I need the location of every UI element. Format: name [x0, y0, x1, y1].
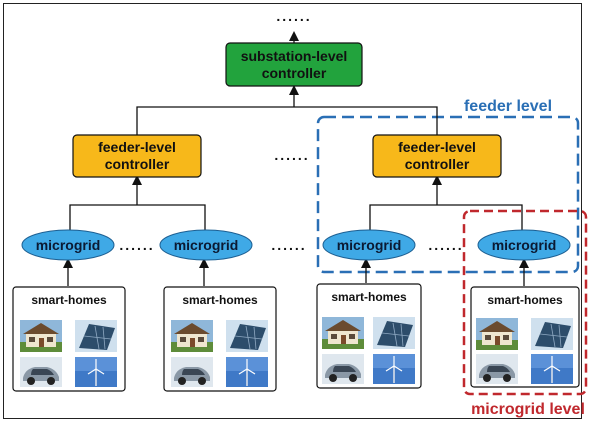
microgrid-ellipsis-2: ...... [271, 237, 306, 253]
house-icon [20, 320, 62, 352]
microgrid-level-region [462, 209, 588, 396]
feeder-ellipsis: ...... [274, 147, 309, 163]
diagram-border [3, 3, 582, 419]
house-icon [476, 318, 518, 350]
feeder-controller-right: feeder-level controller [372, 134, 502, 178]
solar-panel-icon [530, 317, 574, 351]
microgrid-4-label: microgrid [492, 237, 557, 253]
microgrid-1: microgrid [21, 229, 115, 261]
feeder-right-label-line1: feeder-level [398, 139, 476, 155]
electric-car-icon [20, 357, 62, 387]
substation-label-line2: controller [262, 65, 327, 81]
house-icon [171, 320, 213, 352]
connector-lines [63, 31, 529, 286]
smart-homes-4: smart-homes [470, 286, 580, 388]
smart-homes-2-label: smart-homes [182, 293, 258, 307]
microgrid-3-label: microgrid [337, 237, 402, 253]
microgrid-1-label: microgrid [36, 237, 101, 253]
microgrid-ellipsis-1: ...... [119, 237, 154, 253]
microgrid-4: microgrid [477, 229, 571, 261]
microgrid-2: microgrid [159, 229, 253, 261]
house-icon [322, 317, 364, 349]
feeder-left-label-line2: controller [105, 156, 170, 172]
wind-turbine-icon [74, 356, 118, 388]
feeder-level-region [316, 115, 580, 274]
solar-panel-icon [225, 319, 269, 353]
microgrid-2-label: microgrid [174, 237, 239, 253]
smart-homes-1: smart-homes [12, 286, 126, 392]
microgrid-ellipsis-3: ...... [428, 237, 463, 253]
microgrid-3: microgrid [322, 229, 416, 261]
top-ellipsis: ...... [276, 8, 311, 24]
smart-homes-3-label: smart-homes [331, 290, 407, 304]
smart-homes-1-label: smart-homes [31, 293, 107, 307]
smart-homes-2: smart-homes [163, 286, 277, 392]
solar-panel-icon [74, 319, 118, 353]
electric-car-icon [322, 354, 364, 384]
feeder-controller-left: feeder-level controller [72, 134, 202, 178]
microgrid-level-label: microgrid level [471, 401, 585, 418]
smart-homes-4-label: smart-homes [487, 293, 563, 307]
wind-turbine-icon [530, 353, 574, 385]
electric-car-icon [171, 357, 213, 387]
solar-panel-icon [372, 316, 416, 350]
electric-car-icon [476, 354, 518, 384]
smart-homes-3: smart-homes [316, 283, 422, 389]
wind-turbine-icon [372, 353, 416, 385]
substation-controller: substation-level controller [225, 42, 363, 87]
feeder-level-label: feeder level [464, 98, 552, 115]
wind-turbine-icon [225, 356, 269, 388]
substation-label-line1: substation-level [241, 48, 348, 64]
feeder-left-label-line1: feeder-level [98, 139, 176, 155]
feeder-right-label-line2: controller [405, 156, 470, 172]
